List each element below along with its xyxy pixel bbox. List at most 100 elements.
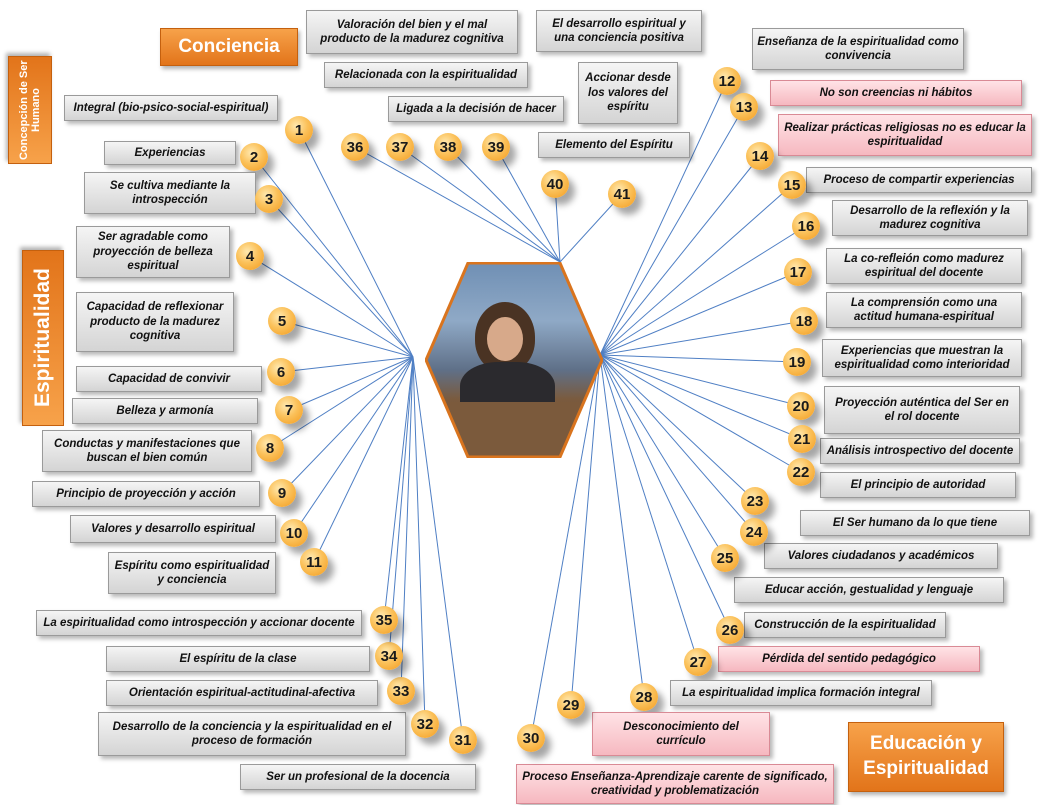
- concept-number-2: 2: [240, 143, 268, 171]
- concept-label-5: Capacidad de reflexionar producto de la …: [76, 292, 234, 352]
- concept-number-17: 17: [784, 258, 812, 286]
- concept-number-26: 26: [716, 616, 744, 644]
- connector-32: [412, 356, 426, 725]
- concept-label-13: No son creencias ni hábitos: [770, 80, 1022, 106]
- connector-22: [599, 354, 802, 473]
- connector-35: [383, 356, 414, 621]
- concept-number-5: 5: [268, 307, 296, 335]
- concept-number-40: 40: [541, 170, 569, 198]
- concept-number-32: 32: [411, 710, 439, 738]
- concept-number-29: 29: [557, 691, 585, 719]
- concept-number-30: 30: [517, 724, 545, 752]
- concept-label-1: Integral (bio-psico-social-espiritual): [64, 95, 278, 121]
- connector-28: [599, 354, 645, 698]
- connector-20: [599, 354, 802, 407]
- concept-number-34: 34: [375, 642, 403, 670]
- concept-label-10: Valores y desarrollo espiritual: [70, 515, 276, 543]
- concept-number-21: 21: [788, 425, 816, 453]
- concept-label-25: Educar acción, gestualidad y lenguaje: [734, 577, 1004, 603]
- concept-label-39: Accionar desde los valores del espíritu: [578, 62, 678, 124]
- concept-number-16: 16: [792, 212, 820, 240]
- connector-38: [447, 146, 561, 263]
- connector-18: [599, 320, 805, 356]
- concept-label-40: El desarrollo espiritual y una concienci…: [536, 10, 702, 52]
- concept-number-38: 38: [434, 133, 462, 161]
- category-educacion-espiritualidad: Educación y Espiritualidad: [848, 722, 1004, 792]
- concept-label-7: Belleza y armonía: [72, 398, 258, 424]
- concept-label-8: Conductas y manifestaciones que buscan e…: [42, 430, 252, 472]
- concept-number-8: 8: [256, 434, 284, 462]
- concept-label-37: Valoración del bien y el mal producto de…: [306, 10, 518, 54]
- concept-label-26: Construcción de la espiritualidad: [744, 612, 946, 638]
- concept-label-33: Orientación espiritual-actitudinal-afect…: [106, 680, 378, 706]
- concept-number-14: 14: [746, 142, 774, 170]
- concept-label-11: Espíritu como espiritualidad y concienci…: [108, 552, 276, 594]
- concept-label-31: Ser un profesional de la docencia: [240, 764, 476, 790]
- concept-label-36: Relacionada con la espiritualidad: [324, 62, 528, 88]
- connector-34: [388, 356, 414, 657]
- concept-label-15: Proceso de compartir experiencias: [806, 167, 1032, 193]
- connector-1: [298, 129, 414, 358]
- concept-label-24: Valores ciudadanos y académicos: [764, 543, 998, 569]
- concept-number-39: 39: [482, 133, 510, 161]
- concept-number-22: 22: [787, 458, 815, 486]
- concept-number-10: 10: [280, 519, 308, 547]
- connector-31: [412, 356, 464, 741]
- concept-label-19: Experiencias que muestran la espirituali…: [822, 339, 1022, 377]
- concept-number-25: 25: [711, 544, 739, 572]
- connector-29: [570, 354, 601, 706]
- concept-number-15: 15: [778, 171, 806, 199]
- connector-10: [293, 356, 414, 534]
- category-concepcion-ser-humano: Concepción de Ser Humano: [8, 56, 52, 164]
- connector-6: [280, 356, 414, 373]
- concept-number-41: 41: [608, 180, 636, 208]
- connector-39: [495, 146, 561, 263]
- connector-21: [599, 354, 803, 440]
- concept-label-21: Análisis introspectivo del docente: [820, 438, 1020, 464]
- connector-12: [599, 80, 728, 356]
- category-espiritualidad: Espiritualidad: [22, 250, 64, 426]
- concept-number-36: 36: [341, 133, 369, 161]
- concept-label-41: Elemento del Espíritu: [538, 132, 690, 158]
- concept-number-9: 9: [268, 479, 296, 507]
- concept-label-4: Ser agradable como proyección de belleza…: [76, 226, 230, 278]
- concept-number-4: 4: [236, 242, 264, 270]
- concept-label-34: El espíritu de la clase: [106, 646, 370, 672]
- concept-label-2: Experiencias: [104, 141, 236, 165]
- concept-number-13: 13: [730, 93, 758, 121]
- concept-number-23: 23: [741, 487, 769, 515]
- concept-number-27: 27: [684, 648, 712, 676]
- concept-number-28: 28: [630, 683, 658, 711]
- concept-number-20: 20: [787, 392, 815, 420]
- hexagon-frame: [425, 262, 603, 458]
- connector-27: [599, 354, 699, 663]
- connector-36: [354, 146, 561, 263]
- connector-19: [599, 354, 798, 363]
- concept-label-14: Realizar prácticas religiosas no es educ…: [778, 114, 1032, 156]
- connector-25: [599, 354, 726, 559]
- concept-label-6: Capacidad de convivir: [76, 366, 262, 392]
- connector-41: [559, 193, 623, 263]
- concept-label-32: Desarrollo de la conciencia y la espirit…: [98, 712, 406, 756]
- connector-4: [249, 255, 414, 358]
- center-hexagon: [425, 262, 603, 458]
- concept-number-11: 11: [300, 548, 328, 576]
- connector-14: [599, 155, 761, 356]
- connector-33: [400, 356, 414, 692]
- connector-3: [268, 198, 414, 358]
- concept-label-35: La espiritualidad como introspección y a…: [36, 610, 362, 636]
- concept-number-6: 6: [267, 358, 295, 386]
- concept-label-38: Ligada a la decisión de hacer: [388, 96, 564, 122]
- concept-number-31: 31: [449, 726, 477, 754]
- concept-label-9: Principio de proyección y acción: [32, 481, 260, 507]
- concept-label-3: Se cultiva mediante la introspección: [84, 172, 256, 214]
- concept-label-28: La espiritualidad implica formación inte…: [670, 680, 932, 706]
- concept-number-18: 18: [790, 307, 818, 335]
- connector-17: [599, 271, 799, 356]
- concept-number-37: 37: [386, 133, 414, 161]
- concept-label-22: El principio de autoridad: [820, 472, 1016, 498]
- connector-30: [530, 354, 601, 739]
- concept-number-19: 19: [783, 348, 811, 376]
